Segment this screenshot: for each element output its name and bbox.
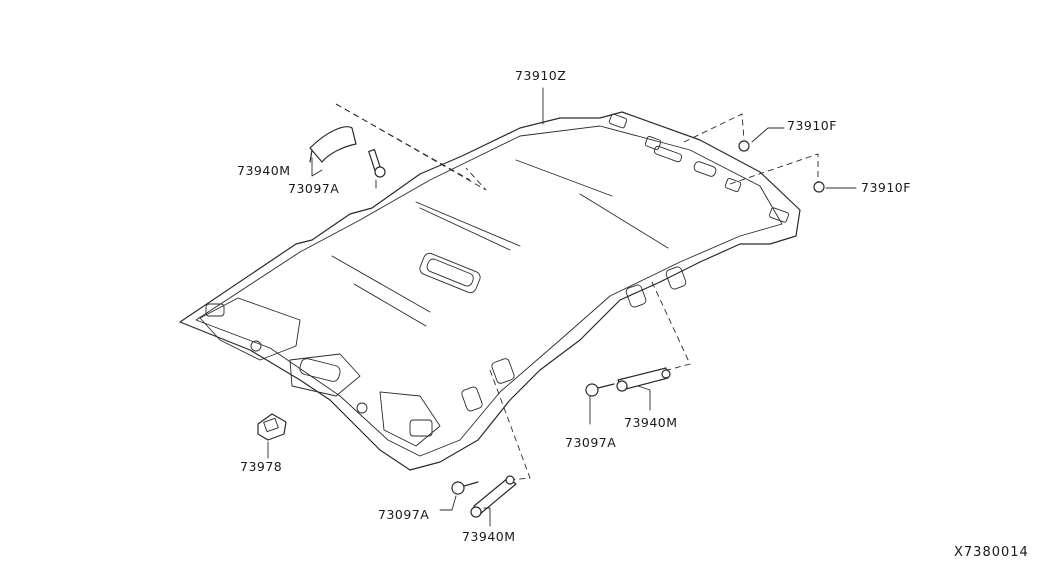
assist-grip-front [470, 475, 517, 518]
label-assist-grip-front: 73940M [462, 529, 516, 544]
clip-right [813, 181, 825, 193]
screw-rear [368, 149, 386, 178]
cap-part [257, 413, 287, 441]
assist-grip-mid [616, 367, 671, 392]
label-headlining: 73910Z [515, 68, 567, 83]
leader-lines [267, 87, 857, 527]
screw-mid [585, 383, 615, 397]
headlining-panel [179, 111, 801, 471]
screw-front [451, 481, 479, 495]
label-screw-rear: 73097A [288, 181, 340, 196]
label-screw-front: 73097A [378, 507, 430, 522]
reference-lines [335, 103, 819, 481]
label-clip-right: 73910F [861, 180, 911, 195]
clip-upper [738, 140, 750, 152]
label-assist-grip-mid: 73940M [624, 415, 678, 430]
assist-grip-rear [309, 126, 357, 163]
diagram-code: X7380014 [954, 545, 1029, 560]
label-screw-mid: 73097A [565, 435, 617, 450]
label-assist-grip-rear: 73940M [237, 163, 291, 178]
label-cap: 73978 [240, 459, 283, 474]
label-clip-upper: 73910F [787, 118, 837, 133]
